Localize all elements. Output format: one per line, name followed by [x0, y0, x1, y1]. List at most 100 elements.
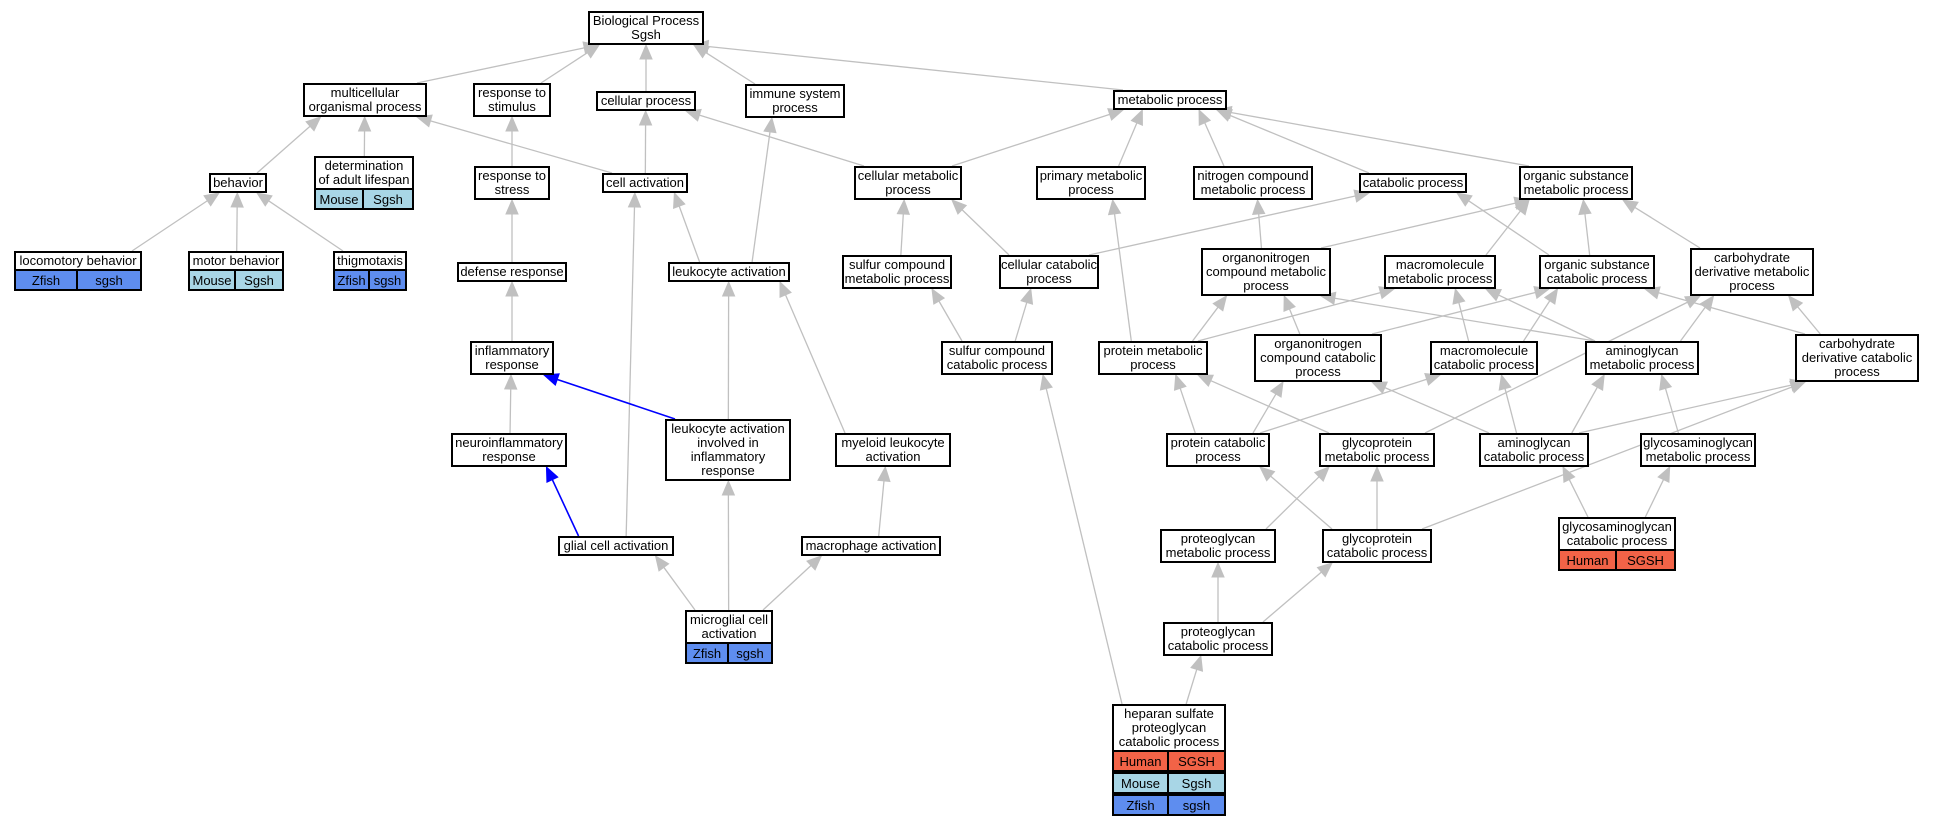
node-cell-act[interactable]: cell activation — [602, 173, 688, 193]
node-metabolic[interactable]: metabolic process — [1113, 90, 1227, 110]
node-amino-catab[interactable]: aminoglycan catabolic process — [1479, 433, 1589, 467]
node-prot-meta[interactable]: protein metabolic process — [1098, 341, 1208, 375]
node-macro-catab[interactable]: macromolecule catabolic process — [1430, 341, 1538, 375]
node-macrophage[interactable]: macrophage activation — [801, 536, 941, 556]
node-microglial[interactable]: microglial cell activation — [685, 610, 773, 644]
node-immune[interactable]: immune system process — [745, 84, 845, 118]
edge-hs_catab-to-sulf_catab — [1045, 388, 1123, 705]
arrowhead-loco-to-behavior — [203, 192, 221, 207]
node-loco[interactable]: locomotory behavior — [14, 251, 142, 271]
edge-cell_meta-to-metabolic — [951, 113, 1110, 167]
species-cell: Mouse — [1114, 774, 1169, 792]
node-label: thigmotaxis — [337, 253, 403, 268]
node-inflam[interactable]: inflammatory response — [470, 341, 554, 375]
arrowhead-leuk_act-to-cell_act — [673, 191, 686, 209]
edge-glyco_catab-to-carb_catab — [1421, 386, 1793, 530]
edge-orgn_meta-to-nitro_meta — [1258, 213, 1263, 249]
arrowhead-pg_catab-to-pg_meta — [1211, 561, 1225, 578]
node-label: sulfur compound catabolic process — [946, 343, 1048, 372]
node-pg-meta[interactable]: proteoglycan metabolic process — [1160, 529, 1276, 563]
node-resp-stim[interactable]: response to stimulus — [473, 83, 551, 117]
species-cell: Zfish — [687, 644, 729, 662]
node-motor[interactable]: motor behavior — [188, 251, 284, 271]
node-label: motor behavior — [192, 253, 280, 268]
arrowhead-det_life-to-multi — [357, 115, 372, 132]
edge-prot_meta-to-orgn_meta — [1192, 306, 1219, 342]
edge-hs_catab-to-pg_catab — [1185, 669, 1198, 705]
node-label: sulfur compound metabolic process — [844, 257, 950, 286]
node-cellular[interactable]: cellular process — [596, 91, 696, 111]
node-gag-meta[interactable]: glycosaminoglycan metabolic process — [1640, 433, 1756, 467]
node-multi[interactable]: multicellular organismal process — [303, 83, 427, 117]
edge-amino_meta-to-orgn_meta — [1334, 297, 1596, 342]
node-label: leukocyte activation involved in inflamm… — [671, 421, 785, 478]
node-defense[interactable]: defense response — [457, 262, 567, 282]
edge-carb_catab-to-carb_meta — [1797, 306, 1821, 335]
node-prim-meta[interactable]: primary metabolic process — [1036, 166, 1146, 200]
node-gag-catab[interactable]: glycosaminoglycan catabolic process — [1558, 517, 1676, 551]
arrowhead-org_sub_catab-to-catab — [1455, 192, 1473, 207]
node-label: glycoprotein metabolic process — [1324, 435, 1430, 464]
node-thigmo[interactable]: thigmotaxis — [333, 251, 407, 271]
node-catab[interactable]: catabolic process — [1359, 173, 1467, 193]
node-leuk-act[interactable]: leukocyte activation — [668, 262, 790, 282]
node-label: protein metabolic process — [1103, 343, 1203, 372]
node-carb-catab[interactable]: carbohydrate derivative catabolic proces… — [1795, 334, 1919, 382]
node-leuk-inflam[interactable]: leukocyte activation involved in inflamm… — [665, 419, 791, 481]
node-label: myeloid leukocyte activation — [841, 435, 945, 464]
node-glyco-meta[interactable]: glycoprotein metabolic process — [1319, 433, 1435, 467]
node-prot-catab[interactable]: protein catabolic process — [1166, 433, 1270, 467]
node-glial[interactable]: glial cell activation — [558, 536, 674, 556]
node-orgn-catab[interactable]: organonitrogen compound catabolic proces… — [1254, 334, 1382, 382]
edge-sulf_catab-to-cell_catab — [1014, 302, 1028, 342]
edge-leuk_act-to-cell_act — [678, 205, 701, 263]
node-pg-catab[interactable]: proteoglycan catabolic process — [1163, 622, 1273, 656]
node-orgn-meta[interactable]: organonitrogen compound metabolic proces… — [1201, 248, 1331, 296]
node-cell-catab[interactable]: cellular catabolic process — [999, 255, 1099, 289]
arrowhead-prim_meta-to-metabolic — [1130, 108, 1143, 126]
edge-amino_catab-to-carb_catab — [1578, 384, 1792, 434]
node-label: organic substance catabolic process — [1544, 257, 1650, 286]
arrowhead-defense-to-resp_stress — [505, 198, 519, 215]
edge-microglial-to-macrophage — [762, 565, 812, 611]
arrowhead-amino_catab-to-amino_meta — [1591, 373, 1605, 391]
gene-cell: sgsh — [95, 272, 123, 288]
node-label: Biological Process Sgsh — [592, 13, 700, 42]
node-macro-meta[interactable]: macromolecule metabolic process — [1384, 255, 1496, 289]
node-glyco-catab[interactable]: glycoprotein catabolic process — [1322, 529, 1432, 563]
node-org-sub-meta[interactable]: organic substance metabolic process — [1519, 166, 1633, 200]
node-neuroinflam[interactable]: neuroinflammatory response — [451, 433, 567, 467]
arrowhead-sulf_catab-to-sulf_meta — [931, 287, 946, 305]
species-cell: Zfish — [16, 271, 78, 289]
arrowhead-leuk_inflam-to-inflam — [542, 373, 560, 387]
node-cell-meta[interactable]: cellular metabolic process — [854, 166, 962, 200]
edge-macro_catab-to-macro_meta — [1458, 302, 1470, 342]
edge-myeloid-to-leuk_act — [784, 294, 846, 434]
arrowhead-cell_meta-to-metabolic — [1107, 108, 1125, 121]
node-nitro-meta[interactable]: nitrogen compound metabolic process — [1193, 166, 1313, 200]
arrowhead-prot_catab-to-prot_meta — [1173, 373, 1187, 391]
node-org-sub-catab[interactable]: organic substance catabolic process — [1539, 255, 1655, 289]
node-carb-meta[interactable]: carbohydrate derivative metabolic proces… — [1690, 248, 1814, 296]
node-det-life[interactable]: determination of adult lifespan — [314, 156, 414, 190]
arrowhead-prot_catab-to-orgn_catab — [1269, 380, 1284, 398]
arrowhead-neuroinflam-to-inflam — [503, 373, 518, 390]
node-myeloid[interactable]: myeloid leukocyte activation — [835, 433, 951, 467]
node-resp-stress[interactable]: response to stress — [474, 166, 550, 200]
species-cell: Zfish — [335, 271, 370, 289]
node-sulf-meta[interactable]: sulfur compound metabolic process — [842, 255, 952, 289]
node-bp[interactable]: Biological Process Sgsh — [588, 11, 704, 45]
node-label: determination of adult lifespan — [318, 158, 410, 187]
arrowhead-carb_catab-to-carb_meta — [1787, 295, 1804, 312]
arrowhead-microglial-to-glial — [654, 554, 670, 572]
node-hs-catab[interactable]: heparan sulfate proteoglycan catabolic p… — [1112, 704, 1226, 752]
gene-cell: sgsh — [736, 645, 764, 661]
node-amino-meta[interactable]: aminoglycan metabolic process — [1585, 341, 1699, 375]
node-sulf-catab[interactable]: sulfur compound catabolic process — [941, 341, 1053, 375]
node-behavior[interactable]: behavior — [209, 173, 267, 193]
gene-cell: Sgsh — [373, 191, 403, 207]
arrowhead-nitro_meta-to-metabolic — [1198, 108, 1212, 126]
